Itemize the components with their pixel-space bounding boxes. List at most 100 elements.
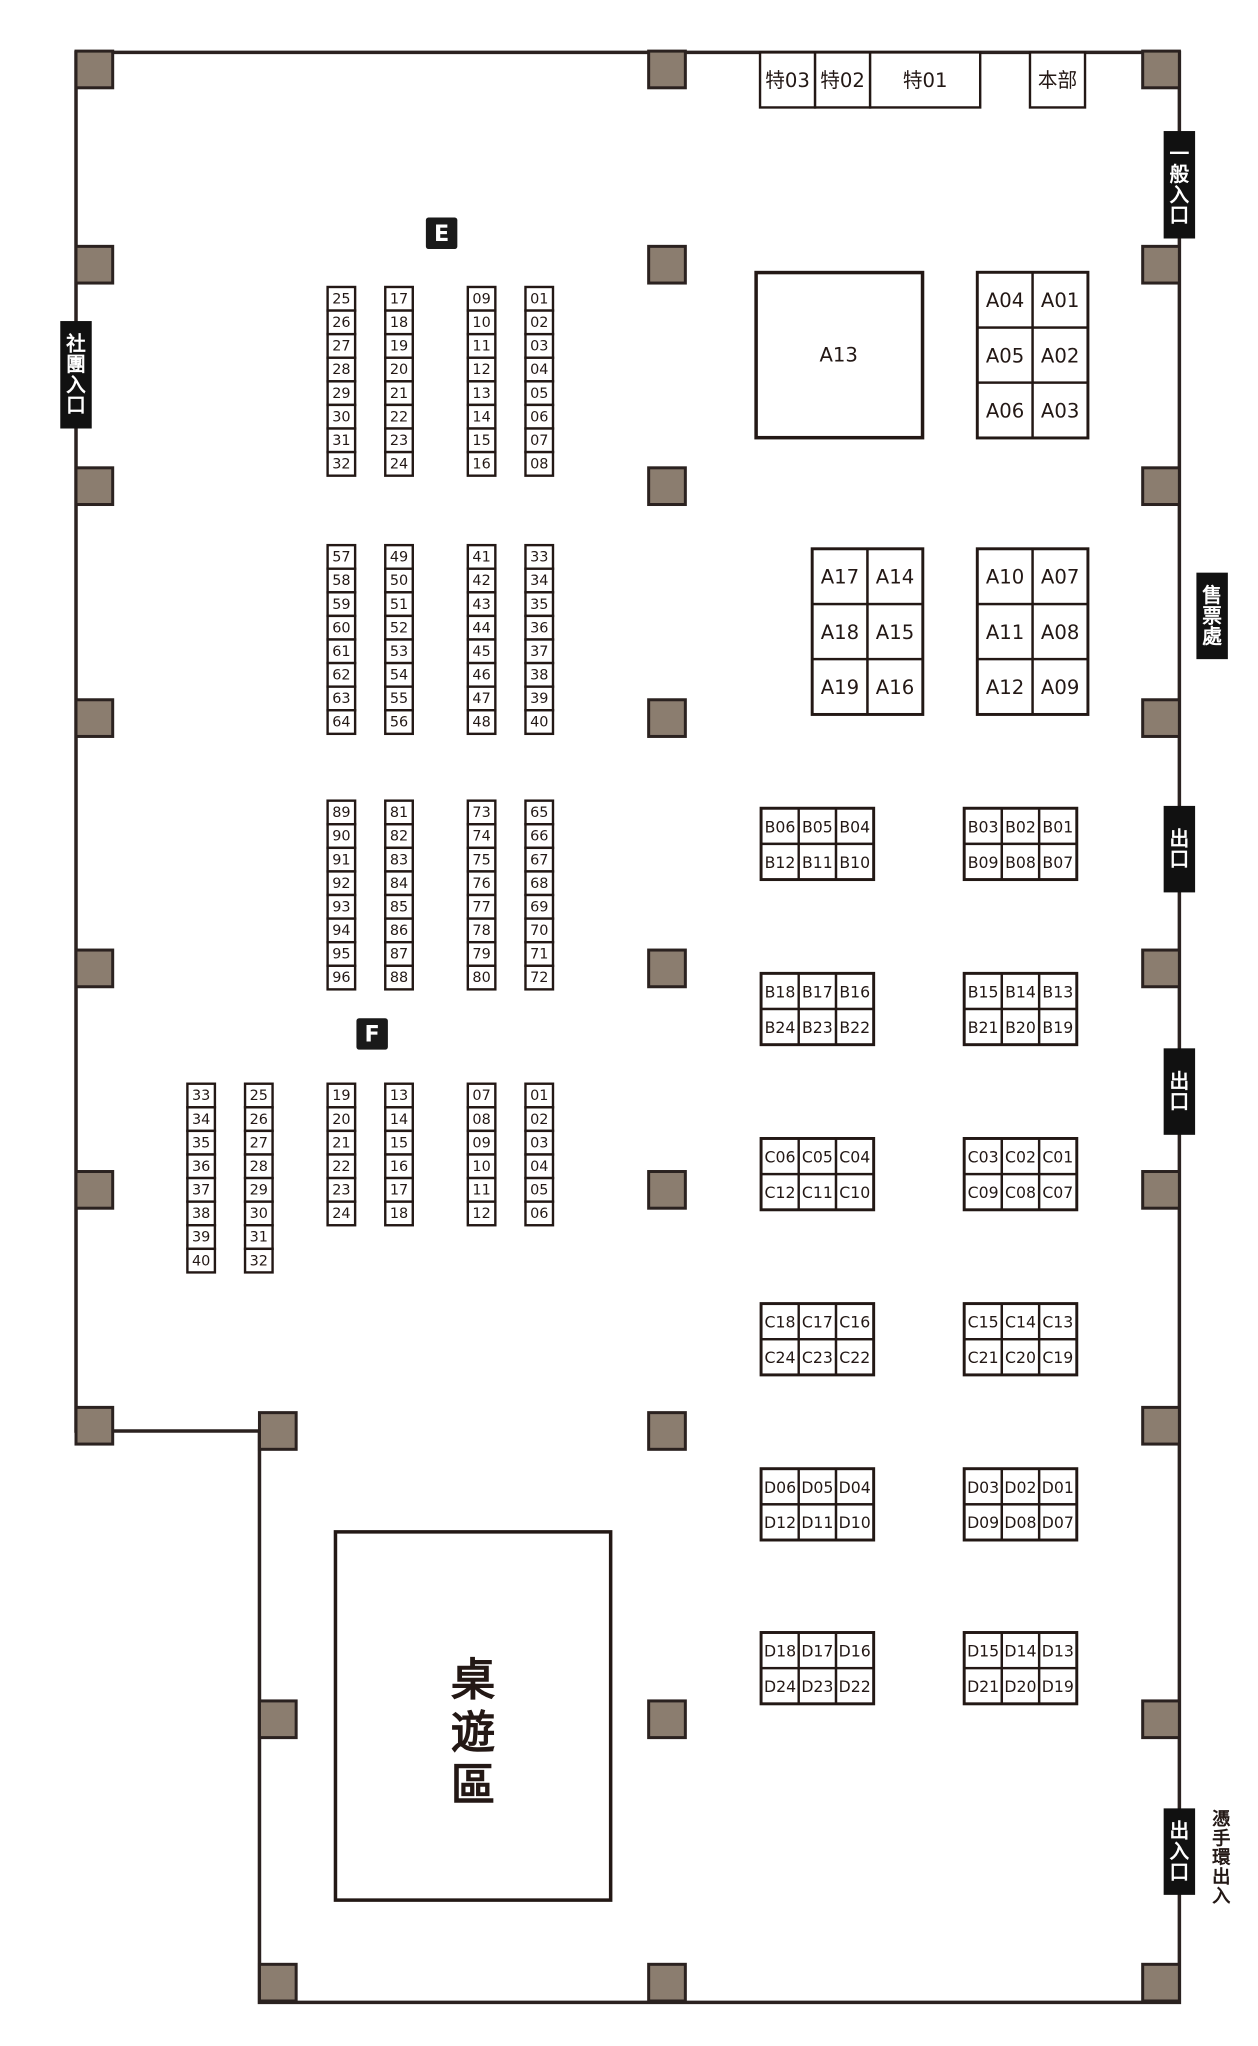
booth-d22[interactable]: D22 <box>834 1666 875 1705</box>
e-booth-84[interactable]: 84 <box>384 870 414 897</box>
f-booth-12[interactable]: 12 <box>466 1200 497 1227</box>
booth-d03[interactable]: D03 <box>963 1467 1004 1506</box>
booth-a10[interactable]: A10 <box>976 547 1034 606</box>
booth-a18[interactable]: A18 <box>811 602 869 661</box>
booth-d16[interactable]: D16 <box>834 1631 875 1670</box>
e-booth-71[interactable]: 71 <box>524 940 555 967</box>
booth-c16[interactable]: C16 <box>834 1302 875 1341</box>
booth-b23[interactable]: B23 <box>797 1007 838 1046</box>
booth-c22[interactable]: C22 <box>834 1338 875 1376</box>
e-booth-81[interactable]: 81 <box>384 799 414 826</box>
f-booth-07[interactable]: 07 <box>466 1082 497 1109</box>
booth-d15[interactable]: D15 <box>963 1631 1004 1670</box>
f-booth-08[interactable]: 08 <box>466 1106 497 1133</box>
booth-a19[interactable]: A19 <box>811 657 869 716</box>
f-booth-25[interactable]: 25 <box>243 1082 274 1109</box>
e-booth-35[interactable]: 35 <box>524 591 555 618</box>
booth-a12[interactable]: A12 <box>976 657 1034 716</box>
e-booth-12[interactable]: 12 <box>466 356 497 383</box>
booth-b01[interactable]: B01 <box>1037 807 1078 846</box>
f-booth-17[interactable]: 17 <box>384 1176 414 1203</box>
booth-c05[interactable]: C05 <box>797 1137 838 1176</box>
e-booth-55[interactable]: 55 <box>384 685 414 712</box>
booth-d12[interactable]: D12 <box>760 1503 800 1541</box>
booth-c15[interactable]: C15 <box>963 1302 1004 1341</box>
e-booth-42[interactable]: 42 <box>466 567 497 594</box>
booth-a06[interactable]: A06 <box>976 381 1034 439</box>
e-booth-87[interactable]: 87 <box>384 940 414 967</box>
booth-b05[interactable]: B05 <box>797 807 838 846</box>
booth-d06[interactable]: D06 <box>760 1467 800 1506</box>
e-booth-65[interactable]: 65 <box>524 799 555 826</box>
f-booth-03[interactable]: 03 <box>524 1129 555 1156</box>
booth-b06[interactable]: B06 <box>760 807 800 846</box>
e-booth-10[interactable]: 10 <box>466 309 497 336</box>
booth-a08[interactable]: A08 <box>1031 602 1089 661</box>
e-booth-46[interactable]: 46 <box>466 661 497 688</box>
e-booth-15[interactable]: 15 <box>466 427 497 454</box>
e-booth-83[interactable]: 83 <box>384 846 414 873</box>
booth-c19[interactable]: C19 <box>1037 1338 1078 1376</box>
e-booth-27[interactable]: 27 <box>326 332 357 359</box>
f-booth-24[interactable]: 24 <box>326 1200 357 1227</box>
e-booth-63[interactable]: 63 <box>326 685 357 712</box>
e-booth-91[interactable]: 91 <box>326 846 357 873</box>
e-booth-52[interactable]: 52 <box>384 614 414 641</box>
e-booth-03[interactable]: 03 <box>524 332 555 359</box>
booth-d02[interactable]: D02 <box>1000 1467 1041 1506</box>
booth-d05[interactable]: D05 <box>797 1467 838 1506</box>
f-booth-13[interactable]: 13 <box>384 1082 414 1109</box>
f-booth-32[interactable]: 32 <box>243 1247 274 1274</box>
booth-c10[interactable]: C10 <box>834 1172 875 1211</box>
booth-b08[interactable]: B08 <box>1000 842 1041 881</box>
e-booth-18[interactable]: 18 <box>384 309 414 336</box>
e-booth-11[interactable]: 11 <box>466 332 497 359</box>
f-booth-28[interactable]: 28 <box>243 1153 274 1180</box>
f-booth-38[interactable]: 38 <box>186 1200 217 1227</box>
booth-a04[interactable]: A04 <box>976 271 1034 329</box>
booth-a05[interactable]: A05 <box>976 326 1034 384</box>
booth-t02[interactable]: 特02 <box>813 51 872 109</box>
e-booth-70[interactable]: 70 <box>524 917 555 944</box>
booth-b13[interactable]: B13 <box>1037 972 1078 1011</box>
e-booth-45[interactable]: 45 <box>466 638 497 665</box>
e-booth-75[interactable]: 75 <box>466 846 497 873</box>
f-booth-26[interactable]: 26 <box>243 1106 274 1133</box>
booth-d18[interactable]: D18 <box>760 1631 800 1670</box>
f-booth-23[interactable]: 23 <box>326 1176 357 1203</box>
e-booth-60[interactable]: 60 <box>326 614 357 641</box>
booth-c20[interactable]: C20 <box>1000 1338 1041 1376</box>
e-booth-96[interactable]: 96 <box>326 964 357 991</box>
booth-a13[interactable]: A13 <box>754 270 925 440</box>
e-booth-29[interactable]: 29 <box>326 380 357 407</box>
booth-a17[interactable]: A17 <box>811 547 869 606</box>
f-booth-20[interactable]: 20 <box>326 1106 357 1133</box>
e-booth-26[interactable]: 26 <box>326 309 357 336</box>
e-booth-56[interactable]: 56 <box>384 709 414 736</box>
e-booth-21[interactable]: 21 <box>384 380 414 407</box>
booth-d11[interactable]: D11 <box>797 1503 838 1541</box>
e-booth-76[interactable]: 76 <box>466 870 497 897</box>
e-booth-73[interactable]: 73 <box>466 799 497 826</box>
booth-c18[interactable]: C18 <box>760 1302 800 1341</box>
booth-t01[interactable]: 特01 <box>868 51 982 109</box>
reentry-gate[interactable]: 出入口 <box>1163 1808 1196 1895</box>
booth-c04[interactable]: C04 <box>834 1137 875 1176</box>
f-booth-33[interactable]: 33 <box>186 1082 217 1109</box>
e-booth-23[interactable]: 23 <box>384 427 414 454</box>
f-booth-39[interactable]: 39 <box>186 1224 217 1251</box>
e-booth-66[interactable]: 66 <box>524 823 555 850</box>
e-booth-49[interactable]: 49 <box>384 543 414 570</box>
booth-c12[interactable]: C12 <box>760 1172 800 1211</box>
f-booth-19[interactable]: 19 <box>326 1082 357 1109</box>
booth-a07[interactable]: A07 <box>1031 547 1089 606</box>
f-booth-18[interactable]: 18 <box>384 1200 414 1227</box>
e-booth-61[interactable]: 61 <box>326 638 357 665</box>
f-booth-10[interactable]: 10 <box>466 1153 497 1180</box>
f-booth-40[interactable]: 40 <box>186 1247 217 1274</box>
booth-b20[interactable]: B20 <box>1000 1007 1041 1046</box>
e-booth-90[interactable]: 90 <box>326 823 357 850</box>
booth-b21[interactable]: B21 <box>963 1007 1004 1046</box>
f-booth-01[interactable]: 01 <box>524 1082 555 1109</box>
booth-d01[interactable]: D01 <box>1037 1467 1078 1506</box>
